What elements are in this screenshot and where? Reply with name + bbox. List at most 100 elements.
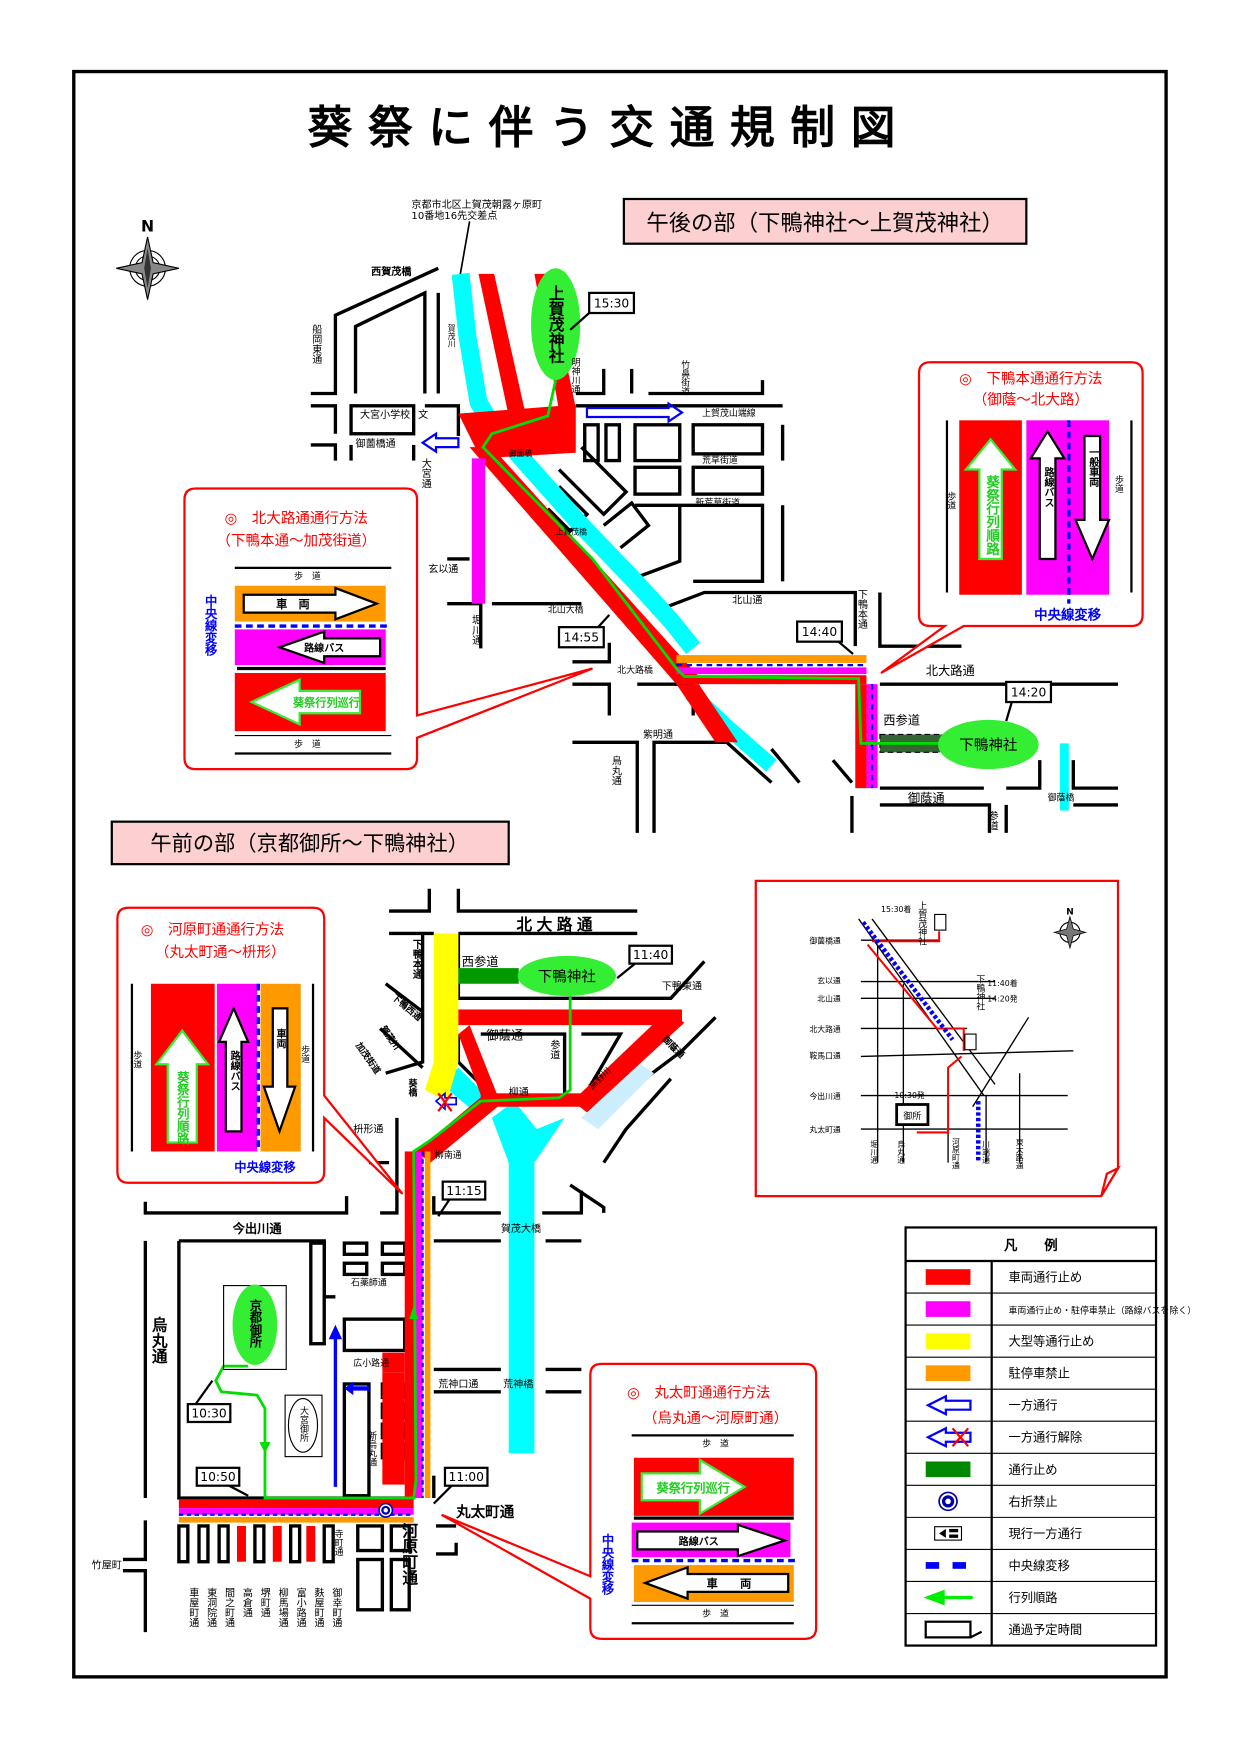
- street-label: 竹鼻街道: [679, 359, 689, 397]
- street-label: 柳馬場通: [276, 1586, 288, 1627]
- sidewalk-label: 歩道: [131, 1050, 141, 1070]
- morning-section-label: 午前の部（京都御所～下鴨神社）: [110, 820, 510, 866]
- current-one-way-icon: [934, 1526, 963, 1541]
- time-label: 10:30: [191, 1407, 226, 1421]
- procession-arrow-icon: [640, 1458, 747, 1516]
- street-label: 新烏丸通: [366, 1430, 376, 1468]
- time-box-1530: 15:30: [569, 291, 636, 331]
- red-restriction-kawabata: [572, 1009, 685, 1113]
- overview-map: N 御所 15:30着 上賀茂神社 下鴨神社 11:40着 14:20発 10:…: [754, 879, 1121, 1198]
- bridge-label: 北大路橋: [617, 664, 653, 676]
- time-label: 11:00: [449, 1470, 484, 1484]
- procession-arrow-icon: [154, 1028, 211, 1144]
- legend-label: 現行一方通行: [1008, 1526, 1082, 1541]
- legend-item: 現行一方通行: [905, 1516, 1157, 1541]
- overview-street-label: 堀川通: [870, 1140, 879, 1165]
- afternoon-section-title: 午後の部（下鴨神社～上賀茂神社）: [646, 210, 1004, 236]
- street-label: 今出川通: [232, 1221, 283, 1236]
- time-box-icon: [924, 1620, 983, 1639]
- school-icon: 文: [418, 408, 428, 421]
- legend-label: 中央線変移: [1008, 1558, 1069, 1573]
- closed-road-nishisando: [458, 968, 519, 984]
- red-swatch: [925, 1269, 971, 1285]
- legend-label: 車両通行止め・駐停車禁止（路線バスを除く）: [1008, 1305, 1196, 1317]
- overview-shrine-label: 下鴨神社: [974, 975, 984, 1012]
- street-label: 車屋町通: [187, 1586, 199, 1627]
- takano-river: [1059, 743, 1069, 811]
- gosho-box: [895, 1103, 930, 1127]
- street-label: 西参道: [883, 712, 920, 727]
- street-label: 柳南通: [435, 1149, 462, 1161]
- south-street-blocks: [177, 1524, 411, 1612]
- panel-title: ◎ 河原町通通行方法: [141, 922, 284, 939]
- kitaoji-traffic-panel: ◎ 北大路通通行方法 （下鴨本通～加茂街道） 歩 道 車 両 路線バス 葵祭行列…: [183, 487, 593, 771]
- bus-label: 路線バス: [679, 1535, 719, 1548]
- street-label: 上賀茂山端線: [702, 407, 756, 419]
- street-label: 石薬師通: [351, 1277, 387, 1289]
- legend-label: 大型等通行止め: [1008, 1334, 1094, 1349]
- panel-subtitle: （下鴨本通～加茂街道）: [216, 533, 376, 550]
- time-box-1455: 14:55: [557, 614, 611, 649]
- legend-item: 通過予定時間: [905, 1612, 1157, 1639]
- sidewalk-label: 歩道: [945, 491, 955, 511]
- vehicle-label: 車 両: [707, 1576, 752, 1590]
- vehicle-label: 車 両: [276, 597, 309, 611]
- street-label: 北大路通: [517, 915, 597, 934]
- center-line-label: 中央線変移: [600, 1533, 614, 1596]
- vehicle-label: 車両: [274, 1027, 286, 1049]
- time-label: 14:55: [564, 631, 599, 645]
- kamo-river: [491, 1101, 565, 1454]
- overview-street-label: 御薗橋通: [809, 936, 840, 946]
- street-label: 柳通: [509, 1086, 529, 1099]
- time-box-1115: 11:15: [437, 1180, 487, 1217]
- orange-restriction-kawaramachi: [424, 1151, 431, 1498]
- street-label: 富小路通: [294, 1586, 306, 1627]
- time-label: 14:40: [802, 625, 837, 639]
- overview-time-label: 15:30着: [881, 904, 912, 914]
- kamo-river: [451, 272, 701, 654]
- one-way-cancel-icon: [434, 1091, 457, 1112]
- compass-north-label: N: [1066, 907, 1073, 917]
- overview-compass-icon: N: [1052, 907, 1088, 950]
- bus-label: 路線バス: [228, 1050, 240, 1091]
- procession-arrow-icon: [248, 677, 362, 727]
- time-box-1140: 11:40: [616, 944, 674, 980]
- street-label: 西参道: [462, 954, 499, 969]
- one-way-arrow-icon: [925, 1394, 972, 1416]
- time-box-1100: 11:00: [433, 1466, 489, 1505]
- procession-label: 葵祭行列順路: [983, 474, 1001, 556]
- street-label: 玄以通: [428, 562, 458, 575]
- street-label: 広小路通: [353, 1357, 389, 1369]
- page-frame: [72, 69, 1168, 1679]
- red-restriction-south: [676, 684, 738, 743]
- legend-item: 一方通行解除: [905, 1420, 1157, 1449]
- time-box-1050: 10:50: [195, 1466, 249, 1497]
- bus-arrow-icon: [636, 1523, 789, 1558]
- shimogamo-hon-traffic-panel: ◎ 下鴨本通通行方法 （御蔭～北大路） 葵祭行列順路 路線バス 一般車両 歩道 …: [880, 361, 1144, 674]
- orange-swatch: [925, 1365, 971, 1381]
- red-restriction-marutamachi: [178, 1499, 414, 1509]
- kamigamo-shrine: 上賀茂神社: [531, 268, 581, 381]
- street-label: 丸太町通: [455, 1503, 515, 1521]
- street-label: 加茂街道: [352, 1039, 383, 1076]
- street-label: 麩屋町通: [312, 1586, 324, 1627]
- legend-header: 凡 例: [1004, 1237, 1058, 1254]
- panel-title: ◎ 下鴨本通通行方法: [959, 370, 1102, 387]
- bus-arrow-icon: [1028, 429, 1067, 561]
- overview-street-label: 東大路通: [1015, 1137, 1024, 1170]
- address-note: 京都市北区上賀茂朝露ヶ原町 10番地16先交差点: [411, 198, 542, 286]
- street-label: 新荒草街道: [695, 496, 740, 508]
- compass-north-label: N: [141, 216, 154, 235]
- time-box-1030: 10:30: [186, 1379, 232, 1424]
- street-label: 下鴨本通: [410, 939, 422, 980]
- south-street-labels: 車屋町通 東洞院通 間之町通 高倉通 堺町通 柳馬場通 富小路通 麩屋町通 御幸…: [187, 1586, 342, 1627]
- bus-arrow-icon: [276, 630, 382, 665]
- vehicle-arrow-icon: [1073, 434, 1111, 562]
- shrine-gate-icon: [964, 1033, 977, 1051]
- overview-gosho-label: 御所: [903, 1110, 921, 1122]
- sidewalk-label: 歩道: [1113, 474, 1123, 494]
- legend-label: 通行止め: [1008, 1463, 1057, 1477]
- bridge-label: 御蔭橋: [1048, 791, 1075, 803]
- panel-title: ◎ 丸太町通通行方法: [627, 1384, 770, 1401]
- overview-street-label: 北大路通: [809, 1024, 840, 1034]
